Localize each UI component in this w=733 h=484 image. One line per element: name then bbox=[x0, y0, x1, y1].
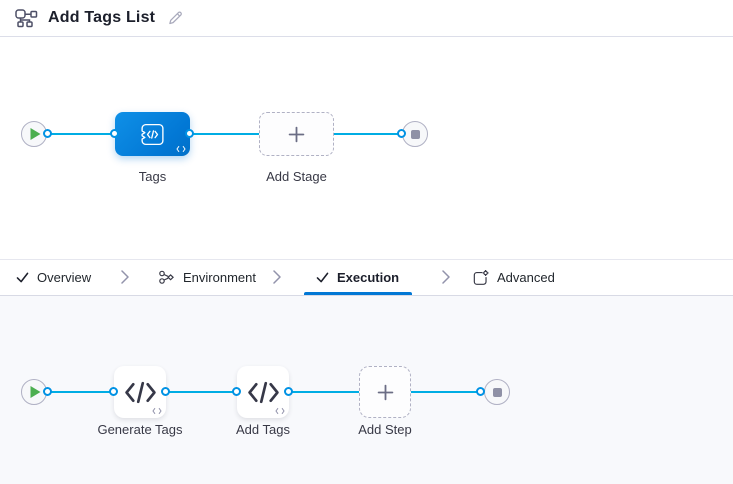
step-node-generate-tags[interactable] bbox=[114, 366, 166, 418]
plus-icon bbox=[377, 384, 393, 400]
tab-label: Environment bbox=[183, 270, 256, 285]
step-label: Add Tags bbox=[236, 422, 290, 437]
port-handle[interactable] bbox=[397, 129, 406, 138]
tab-label: Overview bbox=[37, 270, 92, 285]
chevron-right-icon bbox=[273, 270, 281, 284]
end-node[interactable] bbox=[484, 379, 510, 405]
tab-label: Advanced bbox=[497, 270, 555, 285]
port-handle[interactable] bbox=[110, 129, 119, 138]
code-badge-icon bbox=[176, 145, 186, 153]
stage-label: Tags bbox=[138, 169, 167, 184]
edit-pencil-icon[interactable] bbox=[167, 9, 185, 27]
tab-environment[interactable]: Environment bbox=[158, 260, 256, 295]
code-icon bbox=[247, 381, 279, 403]
connector-line bbox=[289, 391, 359, 393]
pipeline-tabbar: Overview Environment Execution Advance bbox=[0, 260, 733, 296]
check-icon bbox=[316, 272, 329, 283]
port-handle[interactable] bbox=[185, 129, 194, 138]
advanced-icon bbox=[473, 269, 489, 285]
stage-node-tags[interactable] bbox=[115, 112, 190, 156]
connector-line bbox=[47, 391, 114, 393]
pipeline-header: Add Tags List bbox=[0, 0, 733, 37]
connector-line bbox=[411, 391, 481, 393]
execution-canvas: Generate Tags Add Tags Add Step bbox=[0, 296, 733, 484]
port-handle[interactable] bbox=[232, 387, 241, 396]
custom-stage-icon bbox=[141, 123, 164, 145]
connector-line bbox=[334, 133, 403, 135]
check-icon bbox=[16, 272, 29, 283]
stop-icon bbox=[492, 387, 502, 397]
port-handle[interactable] bbox=[43, 387, 52, 396]
code-badge-icon bbox=[275, 407, 285, 415]
port-handle[interactable] bbox=[161, 387, 170, 396]
tab-overview[interactable]: Overview bbox=[16, 260, 91, 295]
step-node-add-tags[interactable] bbox=[237, 366, 289, 418]
environment-icon bbox=[159, 270, 174, 284]
add-stage-label: Add Stage bbox=[266, 169, 327, 184]
port-handle[interactable] bbox=[476, 387, 485, 396]
port-handle[interactable] bbox=[109, 387, 118, 396]
page-title: Add Tags List bbox=[48, 9, 156, 26]
code-badge-icon bbox=[152, 407, 162, 415]
end-node[interactable] bbox=[402, 121, 428, 147]
active-tab-indicator bbox=[304, 292, 412, 295]
add-step-label: Add Step bbox=[358, 422, 412, 437]
play-icon bbox=[30, 386, 40, 398]
chevron-right-icon bbox=[442, 270, 450, 284]
connector-line bbox=[47, 133, 115, 135]
start-node[interactable] bbox=[21, 121, 47, 147]
play-icon bbox=[30, 128, 40, 140]
stage-canvas: Tags Add Stage bbox=[0, 37, 733, 260]
pipeline-graph-icon bbox=[15, 9, 38, 28]
tab-execution[interactable]: Execution bbox=[316, 260, 399, 295]
add-step-button[interactable] bbox=[359, 366, 411, 418]
plus-icon bbox=[288, 126, 305, 142]
start-node[interactable] bbox=[21, 379, 47, 405]
add-stage-button[interactable] bbox=[259, 112, 334, 156]
port-handle[interactable] bbox=[284, 387, 293, 396]
stop-icon bbox=[410, 129, 420, 139]
connector-line bbox=[190, 133, 259, 135]
tab-advanced[interactable]: Advanced bbox=[471, 260, 555, 295]
chevron-right-icon bbox=[121, 270, 129, 284]
step-label: Generate Tags bbox=[97, 422, 183, 437]
code-icon bbox=[124, 381, 156, 403]
port-handle[interactable] bbox=[43, 129, 52, 138]
tab-label: Execution bbox=[337, 270, 400, 285]
connector-line bbox=[166, 391, 237, 393]
